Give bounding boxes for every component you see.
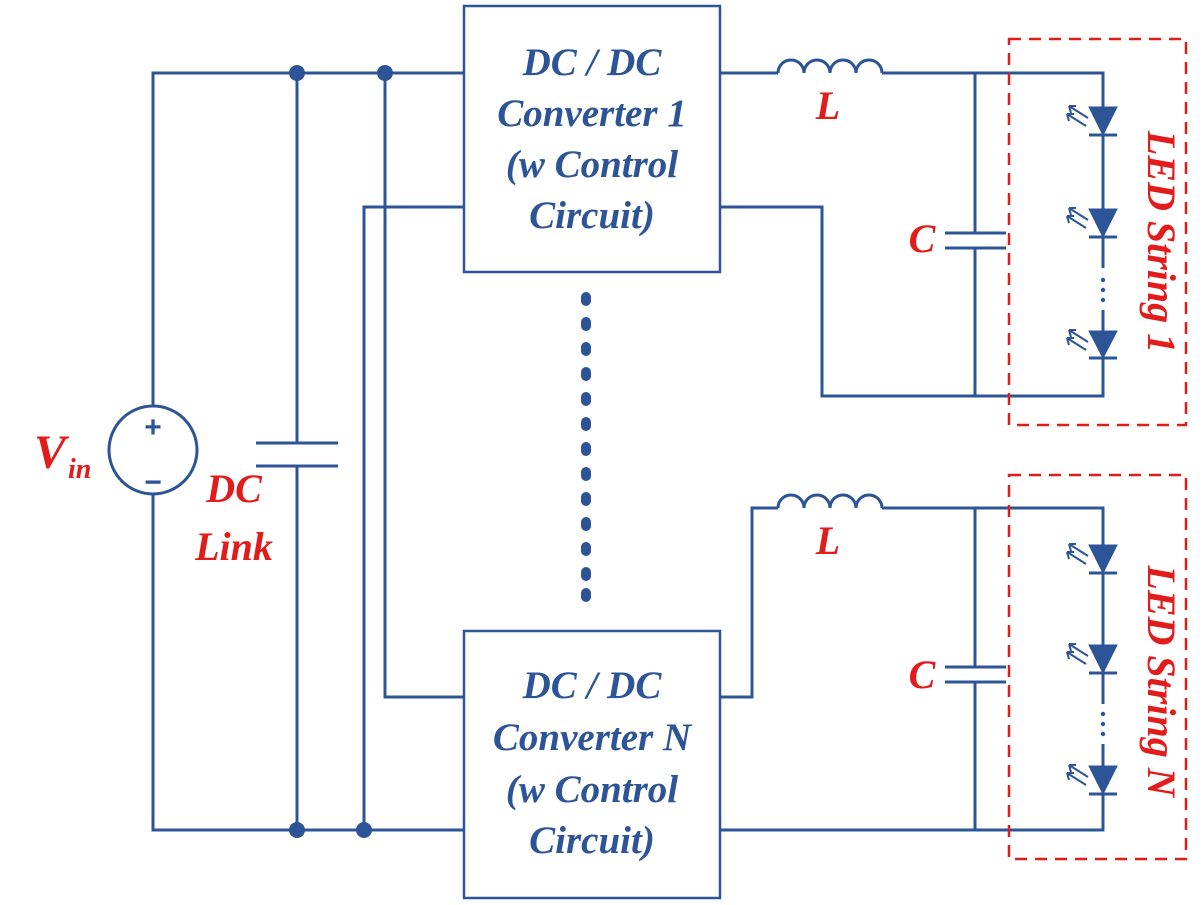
converter-1-line1: DC / DC [522,41,663,84]
input-voltage-source: + − [107,404,199,499]
converter-n-line4: Circuit) [529,819,655,862]
output-wiring-n [720,493,1106,832]
converter-n-block: DC / DC Converter N (w Control Circuit) [462,629,722,900]
converter-n-line3: (w Control [506,768,678,811]
dc-link-label-line1: DC [205,466,263,511]
led-string-1-label: LED String 1 [1139,130,1184,353]
led-1b-icon [1066,207,1118,239]
inductor-n-label: L [815,518,840,563]
led-1a-icon [1066,105,1118,137]
capacitor-n-label: C [909,652,937,697]
led-string-1-diodes [1066,105,1118,360]
converter-1-line3: (w Control [506,143,678,186]
led-nb-icon [1066,643,1118,675]
source-plus-sign: + [144,411,162,444]
converter-n-line2: Converter N [493,716,693,759]
junction-dots [289,65,393,838]
led-1c-icon [1066,329,1118,360]
source-label-main: V [34,426,70,479]
vertical-ellipsis [581,292,591,602]
converter-1-line2: Converter 1 [497,92,687,135]
converter-1-line4: Circuit) [529,194,655,237]
source-label-sub: in [68,454,91,485]
led-na-icon [1066,543,1118,575]
capacitor-1-label: C [909,216,937,261]
dc-link-label-line2: Link [194,524,273,569]
source-label: Vin [34,426,91,485]
led-string-1-boundary [1007,37,1188,427]
input-wiring [151,71,463,832]
dc-link-capacitor [256,441,338,468]
source-minus-sign: − [144,466,162,499]
led-string-n-diodes [1066,543,1118,796]
led-string-n-boundary [1007,473,1188,861]
converter-1-block: DC / DC Converter 1 (w Control Circuit) [462,4,722,274]
inductor-1-label: L [815,83,840,128]
converter-n-line1: DC / DC [522,664,663,707]
led-nc-icon [1066,764,1118,796]
led-string-n-label: LED String N [1139,564,1184,798]
output-wiring-1 [720,58,1106,398]
